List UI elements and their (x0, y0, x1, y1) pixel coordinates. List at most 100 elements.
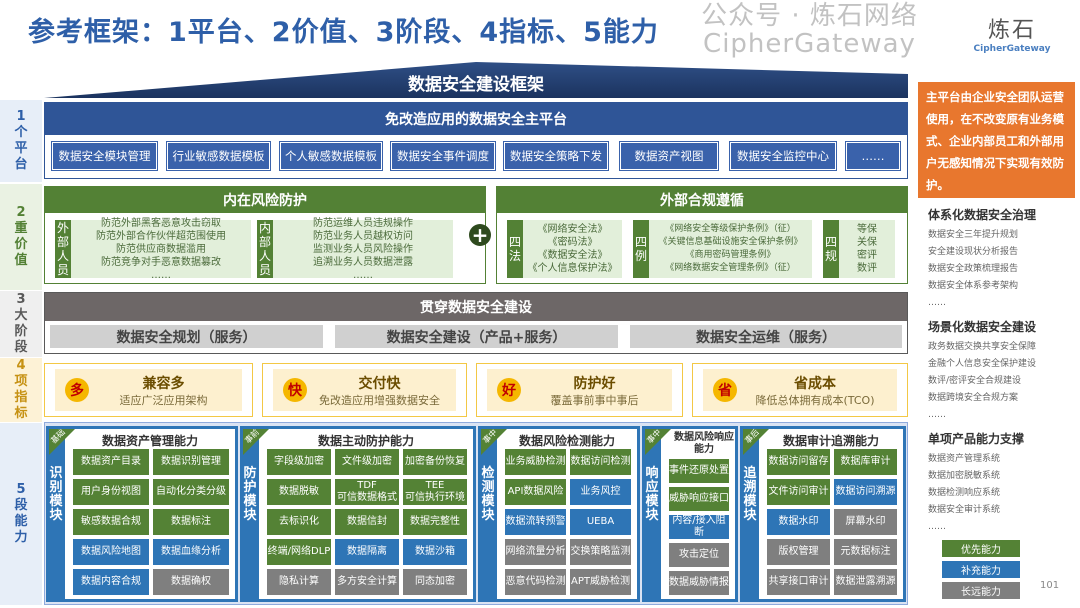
internal-risk-title: 内在风险防护 (45, 187, 485, 213)
capability-cell: 数据泄露溯源 (834, 569, 897, 595)
stages-title: 贯穿数据安全建设 (45, 293, 907, 321)
capability-cell: 加密备份恢复 (403, 449, 467, 475)
indicator-desc: 覆盖事前事中事后 (550, 394, 639, 407)
framework-title: 数据安全建设框架 (408, 75, 544, 95)
capability-cell: 数据访问检测 (570, 449, 631, 475)
capability-cell: 数据访问溯源 (834, 479, 897, 505)
capability-module: 追溯模块数据审计追溯能力数据访问留存数据库审计文件访问审计数据访问溯源数据水印屏… (740, 426, 906, 602)
side-section-item: 政务数据交换共享安全保障 (928, 342, 1037, 352)
stage-tag-ribbon (645, 429, 671, 455)
module-title: 数据风险检测能力 (518, 434, 615, 448)
roof-banner (44, 62, 908, 98)
side-section-item: 数据资产管理系统 (928, 454, 1001, 464)
capability-cell: 业务威胁检测 (505, 449, 566, 475)
capability-cell: 数据沙箱 (403, 539, 467, 565)
company-logo: 炼石 CipherGateway (962, 12, 1062, 54)
module-title: 数据审计追溯能力 (782, 434, 879, 448)
platform-item: 数据资产视图 (619, 141, 719, 171)
legend-priority: 优先能力 (942, 540, 1020, 557)
capability-cell: 数据确权 (153, 569, 229, 595)
side-section-title: 场景化数据安全建设 (928, 320, 1037, 334)
side-section-item: 数据检测响应系统 (928, 488, 1001, 498)
capability-cell: 敏感数据合规 (73, 509, 149, 535)
capability-cell: 数据标注 (153, 509, 229, 535)
stage-tag-ribbon (243, 429, 269, 455)
side-section-item: 数据安全三年提升规划 (928, 230, 1019, 240)
module-label: 防护模块 (243, 466, 257, 523)
capability-module: 识别模块数据资产管理能力数据资产目录数据识别管理用户身份视图自动化分类分级敏感数… (46, 426, 238, 602)
watermark: 公众号 · 炼石网络CipherGateway (701, 1, 918, 59)
side-section-item: 数据加密脱敏系统 (928, 471, 1001, 481)
indicator-card: 快交付快免改造应用增强数据安全 (262, 363, 467, 417)
module-label: 识别模块 (49, 466, 63, 523)
four-regulations-group: 四例《网络安全等级保护条例》（征） 《关键信息基础设施安全保护条例》 《商用密码… (633, 220, 812, 278)
capability-cell: 去标识化 (267, 509, 331, 535)
page-number: 101 (1040, 580, 1060, 591)
module-panel: 数据资产管理能力数据资产目录数据识别管理用户身份视图自动化分类分级敏感数据合规数… (65, 429, 235, 599)
capability-cell: 终端/网络DLP (267, 539, 331, 565)
capability-cell: UEBA (570, 509, 631, 535)
capability-cell: 字段级加密 (267, 449, 331, 475)
side-section-item: 数据跨境安全合规方案 (928, 393, 1019, 403)
capability-cell: 数据识别管理 (153, 449, 229, 475)
platform-item: 数据安全监控中心 (729, 141, 837, 171)
side-section-item: 数据安全体系参考架构 (928, 281, 1019, 291)
row-label-capability: 5段能力 (0, 423, 42, 605)
capability-cell: 隐私计算 (267, 569, 331, 595)
stage-tag-ribbon (743, 429, 769, 455)
page-title: 参考框架：1平台、2价值、3阶段、4指标、5能力 (28, 17, 659, 48)
capability-cell: 威胁响应接口 (669, 487, 729, 511)
indicator-inner: 省省成本降低总体拥有成本(TCO) (703, 369, 897, 411)
module-title: 数据主动防护能力 (317, 434, 414, 448)
indicator-title: 交付快 (358, 376, 401, 392)
capability-cell: 共享接口审计 (767, 569, 830, 595)
stage-construction: 数据安全建设（产品+服务） (335, 325, 618, 348)
stage-tag-ribbon (481, 429, 507, 455)
capability-cell: 事件还原处置 (669, 459, 729, 483)
capability-cell: 攻击定位 (669, 543, 729, 567)
module-label: 检测模块 (481, 466, 495, 523)
indicator-card: 多兼容多适应广泛应用架构 (44, 363, 253, 417)
module-panel: 数据风险响应能力事件还原处置威胁响应接口内容/接入阻断攻击定位数据威胁情报 (661, 429, 735, 599)
capability-cell: 业务风控 (570, 479, 631, 505)
capability-module: 响应模块数据风险响应能力事件还原处置威胁响应接口内容/接入阻断攻击定位数据威胁情… (642, 426, 738, 602)
stage-tag-ribbon (49, 429, 75, 455)
module-title: 数据风险响应能力 (674, 432, 734, 455)
legend-supplement: 补充能力 (942, 561, 1020, 578)
capability-cell: 数据访问留存 (767, 449, 830, 475)
row-label-platform: 1个平台 (0, 100, 42, 182)
platform-callout: 主平台由企业安全团队运营使用，在不改变原有业务模式、企业内部员工和外部用户无感知… (918, 82, 1075, 198)
capability-cell: APT威胁检测 (570, 569, 631, 595)
stage-planning: 数据安全规划（服务） (50, 325, 323, 348)
external-compliance-title: 外部合规遵循 (497, 187, 907, 213)
platform-item: …… (845, 141, 901, 171)
module-label: 响应模块 (645, 466, 659, 523)
capability-cell: 数据流转预警 (505, 509, 566, 535)
capability-cell: 文件级加密 (335, 449, 399, 475)
side-section-item: …… (928, 410, 946, 420)
four-standards-group: 四规等保 关保 密评 数评 (823, 220, 895, 278)
indicator-title: 防护好 (573, 376, 616, 392)
side-section: 体系化数据安全治理数据安全三年提升规划安全建设现状分析报告数据安全政策梳理报告数… (928, 206, 1078, 312)
capability-cell: API数据风险 (505, 479, 566, 505)
side-section-item: 数据安全审计系统 (928, 505, 1001, 515)
capability-cell: 同态加密 (403, 569, 467, 595)
capability-cell: 恶意代码检测 (505, 569, 566, 595)
capability-cell: 元数据标注 (834, 539, 897, 565)
capability-cell: TEE 可信执行环境 (403, 479, 467, 505)
logo-cn: 炼石 (987, 18, 1036, 43)
platform-title: 免改造应用的数据安全主平台 (45, 103, 907, 135)
external-persons-group: 外部人员防范外部黑客恶意攻击窃取 防范外部合作伙伴超范围使用 防范供应商数据滥用… (55, 218, 251, 281)
indicator-card: 好防护好覆盖事前事中事后 (476, 363, 683, 417)
side-section-item: 安全建设现状分析报告 (928, 247, 1019, 257)
capability-cell: 数据隔离 (335, 539, 399, 565)
indicator-inner: 多兼容多适应广泛应用架构 (55, 369, 242, 411)
indicator-inner: 好防护好覆盖事前事中事后 (487, 369, 672, 411)
side-section-item: …… (928, 298, 946, 308)
module-panel: 数据审计追溯能力数据访问留存数据库审计文件访问审计数据访问溯源数据水印屏幕水印版… (759, 429, 903, 599)
capability-cell: 数据内容合规 (73, 569, 149, 595)
platform-item: 数据安全事件调度 (390, 141, 496, 171)
